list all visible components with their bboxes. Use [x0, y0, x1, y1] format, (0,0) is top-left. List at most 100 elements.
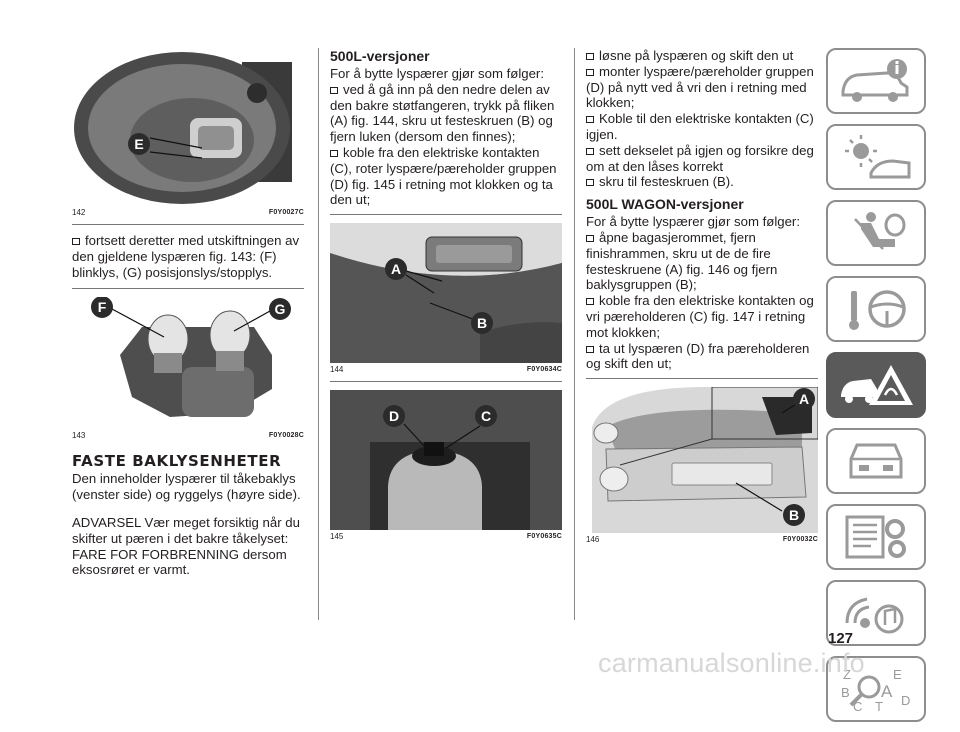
- bullet-text: åpne bagasjerommet, fjern finishrammen, …: [586, 229, 778, 293]
- fig144-label-b: B: [477, 315, 487, 331]
- tab-technical-data[interactable]: [826, 504, 926, 570]
- figure-code: F0Y0634C: [526, 366, 562, 374]
- divider: [72, 224, 304, 225]
- fig146-label-a: A: [799, 391, 809, 407]
- bullet-text: løsne på lyspæren og skift den ut: [599, 48, 794, 63]
- figure-code: F0Y0028C: [268, 432, 304, 440]
- index-letter: B: [841, 685, 850, 700]
- index-letter: Z: [843, 667, 851, 682]
- column-3: løsne på lyspæren og skift den ut monter…: [586, 48, 818, 545]
- paragraph: Den inneholder lyspærer til tåkebaklys (…: [72, 471, 301, 503]
- tab-seat-airbag[interactable]: [826, 200, 926, 266]
- checkbox-bullet-icon: [330, 149, 338, 157]
- checkbox-bullet-icon: [586, 147, 594, 155]
- section-heading: 500L WAGON-versjoner: [586, 196, 744, 213]
- figure-145-image: D C: [330, 390, 562, 531]
- figure-code: F0Y0032C: [782, 536, 818, 544]
- checkbox-bullet-icon: [586, 179, 594, 187]
- multimedia-icon: [845, 597, 904, 634]
- bullet-item: fortsett deretter med utskiftningen av d…: [72, 233, 304, 280]
- bullet-item: koble fra den elektriske kontakten og vr…: [586, 293, 818, 340]
- bullet-text: koble fra den elektriske kontakten og vr…: [586, 293, 814, 340]
- tab-car-info[interactable]: [826, 48, 926, 114]
- fig144-label-a: A: [391, 261, 401, 277]
- index-letter: D: [901, 693, 910, 708]
- divider: [586, 378, 818, 380]
- figure-146-caption: 146 F0Y0032C: [586, 535, 818, 545]
- figure-142: E 142 F0Y0027C: [72, 48, 304, 218]
- tab-dashboard-lights[interactable]: [826, 124, 926, 190]
- fig143-label-g: G: [275, 301, 286, 317]
- figure-number: 146: [586, 535, 600, 545]
- tab-multimedia[interactable]: [826, 580, 926, 646]
- bullet-item: koble fra den elektriske kontakten (C), …: [330, 145, 562, 208]
- figure-146-image: A B: [586, 387, 818, 534]
- bullet-item: monter lyspære/pæreholder gruppen (D) på…: [586, 64, 818, 111]
- figure-number: 145: [330, 532, 344, 542]
- chapter-sidebar: Z E B A C T D: [826, 48, 930, 732]
- divider: [72, 288, 304, 290]
- divider: [330, 214, 562, 216]
- section-heading: 500L-versjoner: [330, 48, 430, 64]
- dashboard-lights-icon: [845, 135, 911, 179]
- intro-text: For å bytte lyspærer gjør som følger:: [586, 214, 800, 230]
- figure-code: F0Y0635C: [526, 533, 562, 541]
- column-divider: [574, 48, 575, 620]
- fig146-label-b: B: [789, 507, 799, 523]
- bullet-item: løsne på lyspæren og skift den ut: [586, 48, 818, 64]
- figure-142-caption: 142 F0Y0027C: [72, 208, 304, 218]
- bullet-text: sett dekselet på igjen og forsikre deg o…: [586, 142, 814, 174]
- column-divider: [318, 48, 319, 620]
- tab-emergency[interactable]: [826, 352, 926, 418]
- bullet-text: skru til festeskruen (B).: [599, 174, 734, 190]
- checkbox-bullet-icon: [586, 345, 594, 353]
- checkbox-bullet-icon: [72, 238, 80, 245]
- checkbox-bullet-icon: [586, 298, 594, 306]
- car-maintenance-icon: [849, 443, 903, 479]
- figure-code: F0Y0027C: [268, 209, 304, 216]
- bullet-item: sett dekselet på igjen og forsikre deg o…: [586, 143, 818, 175]
- page-number: 127: [828, 630, 854, 647]
- bullet-text: ta ut lyspæren (D) fra pæreholderen og s…: [586, 340, 810, 372]
- column-2: 500L-versjoner For å bytte lyspærer gjør…: [330, 48, 562, 542]
- checkbox-bullet-icon: [586, 234, 594, 242]
- figure-145-caption: 145 F0Y0635C: [330, 532, 562, 542]
- figure-144-caption: 144 F0Y0634C: [330, 365, 562, 375]
- section-heading: FASTE BAKLYSENHETER: [72, 452, 282, 471]
- figure-145: D C 145 F0Y0635C: [330, 390, 562, 542]
- fig143-label-f: F: [98, 299, 107, 315]
- figure-143: F G 143 F0Y0028C: [72, 297, 304, 441]
- divider: [330, 381, 562, 383]
- fig145-label-c: C: [481, 408, 491, 424]
- seat-airbag-icon: [854, 212, 906, 250]
- figure-142-image: E: [72, 48, 304, 206]
- tab-maintenance[interactable]: [826, 428, 926, 494]
- figure-number: 144: [330, 365, 344, 375]
- figure-number: 142: [72, 208, 86, 217]
- emergency-warning-icon: [841, 365, 913, 405]
- technical-data-icon: [845, 515, 906, 559]
- checkbox-bullet-icon: [330, 86, 338, 94]
- index-letter: E: [893, 667, 902, 682]
- bullet-text: monter lyspære/pæreholder gruppen (D) på…: [586, 63, 814, 111]
- bullet-text: ved å gå inn på den nedre delen av den b…: [330, 81, 555, 145]
- checkbox-bullet-icon: [586, 68, 594, 76]
- intro-text: For å bytte lyspærer gjør som følger:: [330, 66, 544, 81]
- bullet-text: fortsett deretter med utskiftningen av d…: [72, 233, 300, 280]
- figure-number: 143: [72, 431, 86, 441]
- checkbox-bullet-icon: [586, 116, 594, 124]
- car-info-icon: [841, 59, 909, 102]
- figure-144-image: A B: [330, 223, 562, 364]
- footer-watermark: carmanualsonline.info: [598, 648, 865, 678]
- fig145-label-d: D: [389, 408, 399, 424]
- bullet-item: ta ut lyspæren (D) fra pæreholderen og s…: [586, 341, 818, 373]
- column-1: E 142 F0Y0027C fortsett deretter med uts…: [72, 48, 304, 578]
- bullet-item: Koble til den elektriske kontakten (C) i…: [586, 111, 818, 143]
- bullet-item: åpne bagasjerommet, fjern finishrammen, …: [586, 230, 818, 293]
- fig142-label-e: E: [134, 136, 143, 152]
- tab-steering-key[interactable]: [826, 276, 926, 342]
- figure-144: A B 144 F0Y0634C: [330, 223, 562, 375]
- bullet-item: ved å gå inn på den nedre delen av den b…: [330, 82, 562, 145]
- figure-146: A B 146 F0Y0032C: [586, 387, 818, 545]
- figure-143-caption: 143 F0Y0028C: [72, 431, 304, 441]
